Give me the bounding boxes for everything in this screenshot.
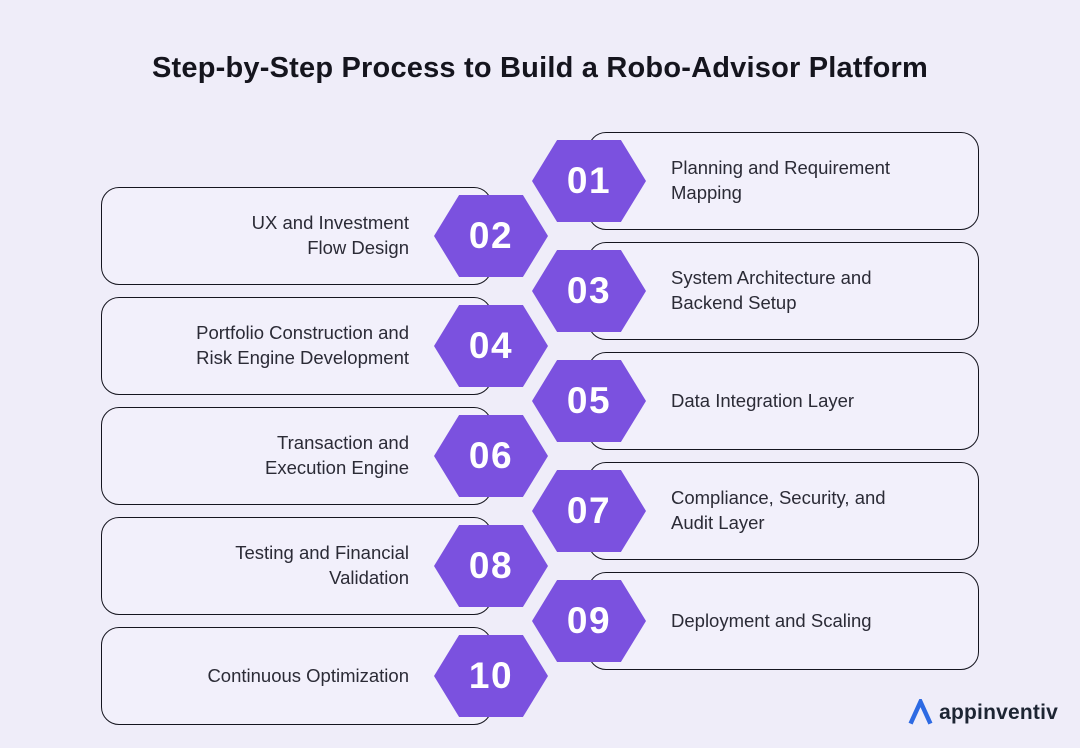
- step-number-02: 02: [468, 215, 514, 256]
- step-number-08: 08: [468, 545, 514, 586]
- step-item-08: Testing and Financial Validation 08: [0, 517, 1080, 615]
- step-label-07: Compliance, Security, and Audit Layer: [671, 487, 886, 533]
- step-box-06: Transaction and Execution Engine: [101, 407, 492, 505]
- step-label-10: Continuous Optimization: [207, 664, 409, 686]
- step-item-02: UX and Investment Flow Design 02: [0, 187, 1080, 285]
- hexagon-badge-06: 06: [434, 415, 548, 497]
- appinventiv-logo-text: appinventiv: [939, 700, 1058, 724]
- step-number-01: 01: [566, 160, 612, 201]
- hexagon-badge-08: 08: [434, 525, 548, 607]
- hexagon-badge-05: 05: [532, 360, 646, 442]
- step-box-02: UX and Investment Flow Design: [101, 187, 492, 285]
- step-box-01: Planning and Requirement Mapping: [588, 132, 979, 230]
- hexagon-badge-04: 04: [434, 305, 548, 387]
- step-box-03: System Architecture and Backend Setup: [588, 242, 979, 340]
- step-number-05: 05: [566, 380, 612, 421]
- step-box-09: Deployment and Scaling: [588, 572, 979, 670]
- step-item-07: Compliance, Security, and Audit Layer 07: [0, 462, 1080, 560]
- step-number-03: 03: [566, 270, 612, 311]
- hexagon-badge-02: 02: [434, 195, 548, 277]
- appinventiv-logo-icon: [907, 699, 934, 726]
- step-label-04: Portfolio Construction and Risk Engine D…: [196, 322, 409, 368]
- hexagon-badge-07: 07: [532, 470, 646, 552]
- step-box-04: Portfolio Construction and Risk Engine D…: [101, 297, 492, 395]
- step-label-02: UX and Investment Flow Design: [251, 212, 409, 258]
- hexagon-badge-09: 09: [532, 580, 646, 662]
- step-item-05: Data Integration Layer 05: [0, 352, 1080, 450]
- step-box-08: Testing and Financial Validation: [101, 517, 492, 615]
- step-box-05: Data Integration Layer: [588, 352, 979, 450]
- step-label-06: Transaction and Execution Engine: [265, 432, 409, 478]
- step-number-06: 06: [468, 435, 514, 476]
- step-item-10: Continuous Optimization 10: [0, 627, 1080, 725]
- step-label-01: Planning and Requirement Mapping: [671, 157, 891, 203]
- step-item-06: Transaction and Execution Engine 06: [0, 407, 1080, 505]
- appinventiv-logo: appinventiv: [907, 699, 1058, 726]
- step-item-03: System Architecture and Backend Setup 03: [0, 242, 1080, 340]
- hexagon-badge-03: 03: [532, 250, 646, 332]
- step-number-10: 10: [468, 655, 514, 696]
- step-item-09: Deployment and Scaling 09: [0, 572, 1080, 670]
- page-title: Step-by-Step Process to Build a Robo-Adv…: [152, 52, 928, 84]
- step-number-09: 09: [566, 600, 612, 641]
- step-number-04: 04: [468, 325, 514, 366]
- step-item-01: Planning and Requirement Mapping 01: [0, 132, 1080, 230]
- step-box-07: Compliance, Security, and Audit Layer: [588, 462, 979, 560]
- hexagon-badge-10: 10: [434, 635, 548, 717]
- step-label-09: Deployment and Scaling: [671, 609, 872, 631]
- step-number-07: 07: [566, 490, 612, 531]
- step-box-10: Continuous Optimization: [101, 627, 492, 725]
- step-label-05: Data Integration Layer: [671, 389, 855, 411]
- step-item-04: Portfolio Construction and Risk Engine D…: [0, 297, 1080, 395]
- hexagon-badge-01: 01: [532, 140, 646, 222]
- step-label-08: Testing and Financial Validation: [235, 542, 409, 588]
- step-label-03: System Architecture and Backend Setup: [671, 267, 872, 313]
